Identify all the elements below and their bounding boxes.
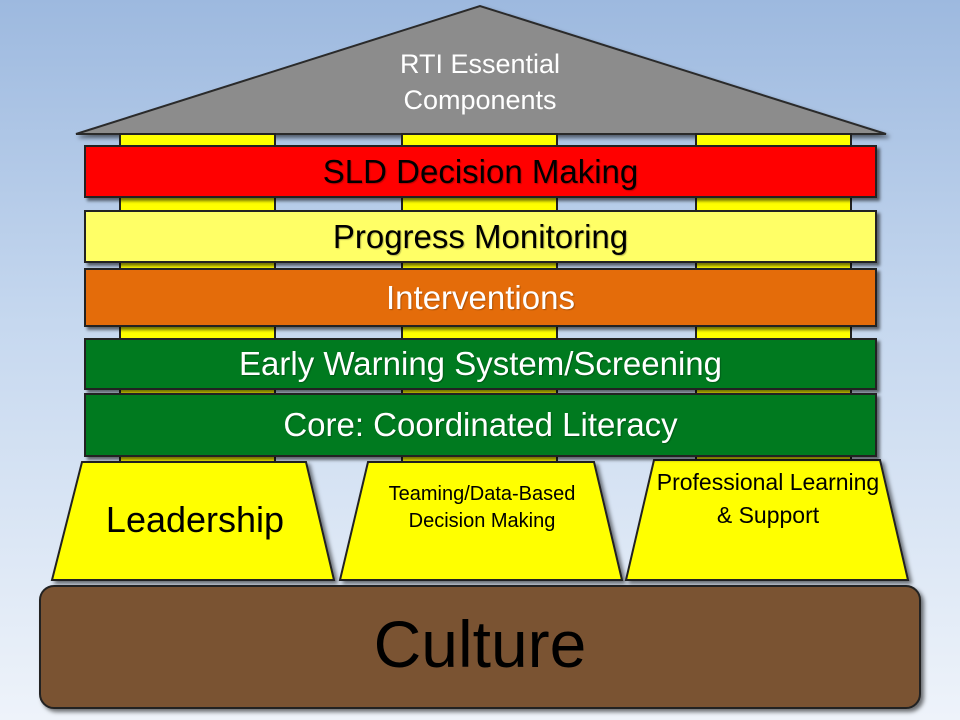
band-sld-decision-making: SLD Decision Making	[84, 145, 877, 198]
band-core-coordinated-literacy: Core: Coordinated Literacy	[84, 393, 877, 457]
support-professional-learning	[624, 459, 910, 581]
band-progress-monitoring: Progress Monitoring	[84, 210, 877, 263]
band-interventions: Interventions	[84, 268, 877, 327]
band-early-warning-screening: Early Warning System/Screening	[84, 338, 877, 390]
support-leadership	[50, 461, 336, 581]
support-teaming-label: Teaming/Data-Based Decision Making	[388, 483, 576, 532]
support-leadership-label: Leadership	[105, 499, 285, 540]
foundation-block	[39, 585, 921, 709]
support-professional-learning-label: Professional Learning & Support	[656, 469, 880, 528]
roof-title: RTI Essential Components	[399, 49, 561, 115]
foundation-label: Culture	[373, 607, 587, 681]
support-teaming	[338, 461, 624, 581]
